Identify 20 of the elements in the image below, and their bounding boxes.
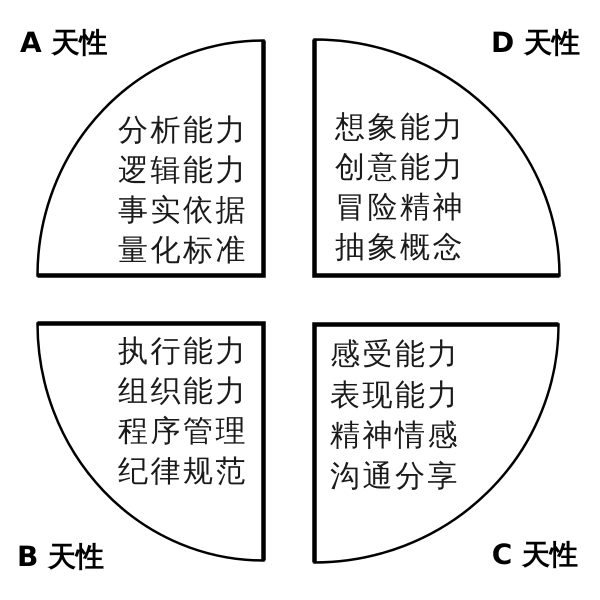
trait-item: 程序管理 <box>118 414 248 450</box>
trait-item: 感受能力 <box>330 337 460 373</box>
trait-item: 逻辑能力 <box>118 153 248 189</box>
trait-item: 抽象概念 <box>335 230 465 266</box>
trait-item: 量化标准 <box>118 233 248 269</box>
trait-item: 事实依据 <box>118 193 248 229</box>
trait-item: 创意能力 <box>335 150 465 186</box>
trait-item: 执行能力 <box>118 334 248 370</box>
trait-item: 精神情感 <box>330 418 460 454</box>
trait-item: 纪律规范 <box>118 454 248 490</box>
trait-item: 冒险精神 <box>335 190 465 226</box>
trait-item: 想象能力 <box>335 110 465 146</box>
trait-item: 表现能力 <box>330 378 460 414</box>
trait-item: 组织能力 <box>118 374 248 410</box>
trait-item: 沟通分享 <box>330 458 460 494</box>
quadrant-heading: A 天性 <box>20 26 108 60</box>
quadrant-heading: C 天性 <box>492 538 578 572</box>
quadrant-heading: B 天性 <box>17 540 104 574</box>
quadrant-heading: D 天性 <box>491 26 580 60</box>
trait-item: 分析能力 <box>118 113 248 149</box>
